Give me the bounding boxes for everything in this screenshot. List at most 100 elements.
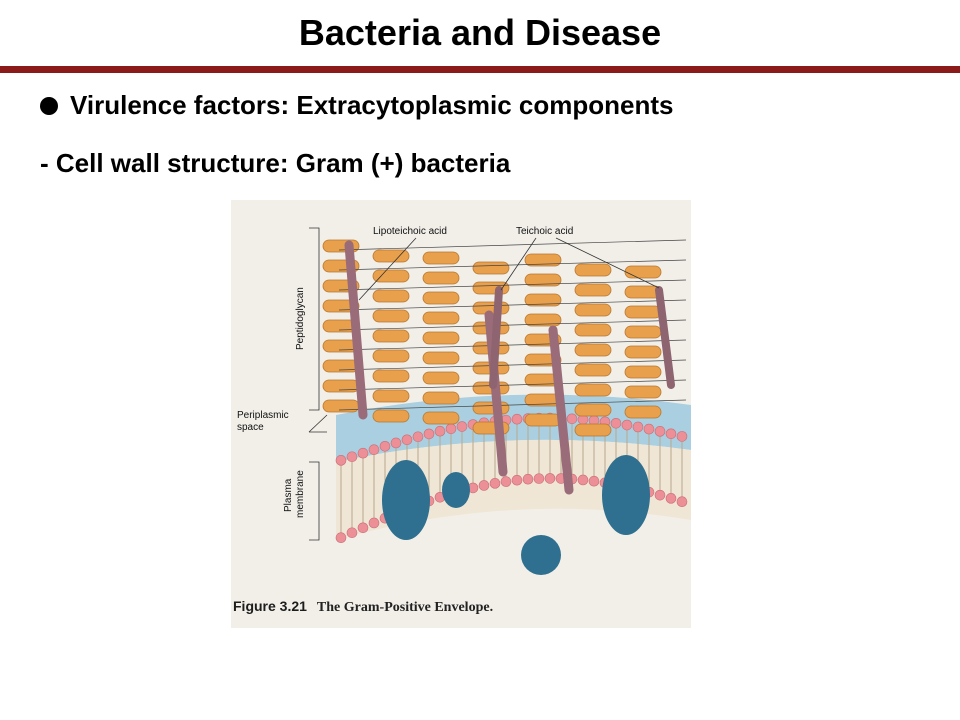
peptidoglycan-strand [524,273,562,287]
peptidoglycan-strand [372,349,410,363]
lipid-head [478,480,490,491]
lipid-head [654,426,666,437]
lipid-head [588,475,600,487]
peptidoglycan-strand [524,413,562,427]
lipid-head [445,423,457,435]
peptidoglycan-strand [574,263,612,277]
lipid-head [434,425,446,437]
peptidoglycan-strand [422,271,460,285]
lipid-head [533,473,545,484]
title-divider [0,66,960,73]
lipid-head [335,532,347,544]
peptidoglycan-strand [624,345,662,359]
lipoteichoic-acid-rods [344,240,574,495]
lipid-head [665,428,677,440]
peptidoglycan-strand [574,283,612,297]
peptidoglycan-strand [574,423,612,437]
lipid-head [643,423,655,435]
lipid-head [489,478,501,489]
lipid-head [346,451,358,463]
peptidoglycan-strand [372,409,410,423]
peptide-crosslink [338,279,687,291]
lipid-head [357,447,369,459]
peptide-crosslink [338,299,687,311]
teichoic-acid-rods [489,286,675,389]
label-leaders [308,227,660,541]
bullet-icon [40,96,58,115]
membrane-protein [442,472,470,508]
peptidoglycan-strand [624,405,662,419]
peptide-crosslink [338,359,687,371]
peptidoglycan-strand [524,313,562,327]
peptidoglycan-strand [422,351,460,365]
lipid-head [401,434,413,446]
lipid-head [357,522,369,534]
peptide-crosslink [338,399,687,411]
membrane-protein [602,455,650,535]
lipid-head [511,474,523,486]
peptide-crosslink [338,259,687,271]
peptidoglycan-strand [574,363,612,377]
lipid-head [665,493,677,504]
peptidoglycan-strand [422,251,460,265]
envelope-illustration: Lipoteichoic acid Teichoic acid Peptidog… [237,226,691,575]
peptide-crosslink [338,319,687,331]
peptidoglycan-strand [372,309,410,323]
peptidoglycan-strand [624,305,662,319]
lipid-head [500,476,512,487]
lipid-head [511,413,523,425]
label-plasma-membrane-1: Plasma [283,478,294,512]
caption-number: Figure 3.21 [233,598,307,614]
label-periplasmic-2: space [237,422,264,433]
lipid-head [456,421,468,432]
lipid-head [368,444,380,455]
lipid-head [346,527,358,539]
bullet-item: Virulence factors: Extracytoplasmic comp… [40,90,674,121]
membrane-protein [382,460,430,540]
slide-title: Bacteria and Disease [298,12,662,53]
lipid-head [577,474,589,486]
lipid-head [610,417,622,429]
peptidoglycan-strand [524,293,562,307]
bullet-text: Virulence factors: Extracytoplasmic comp… [70,90,674,120]
lipid-head [566,413,578,425]
lipid-head [423,428,435,440]
peptide-crosslink [338,339,687,351]
peptidoglycan-strand [574,343,612,357]
peptidoglycan-strand [372,389,410,403]
lipid-head [522,473,534,485]
lipid-head [654,489,666,501]
peptidoglycan-strand [574,323,612,337]
lipid-head [412,431,424,443]
peptide-crosslink [338,239,687,251]
peptidoglycan-strand [472,281,510,295]
peptide-crosslink [338,379,687,391]
lipid-head [632,421,644,433]
peptidoglycan-strand [472,401,510,415]
lipid-head [544,473,556,484]
peptidoglycan-strand [422,311,460,325]
peptidoglycan-strand [372,249,410,263]
peptidoglycan-strand [624,365,662,379]
peptidoglycan-strand [624,325,662,339]
membrane-protein [521,535,561,575]
lipid-head [390,437,402,449]
peptidoglycan-strand [472,261,510,275]
label-teichoic-acid: Teichoic acid [516,226,573,237]
peptidoglycan-strand [624,385,662,399]
peptidoglycan-strand [422,391,460,405]
lipid-head [676,496,688,507]
peptidoglycan-strand [372,329,410,343]
label-peptidoglycan: Peptidoglycan [295,287,306,350]
gram-positive-envelope-figure: Lipoteichoic acid Teichoic acid Peptidog… [231,200,691,628]
subheading: - Cell wall structure: Gram (+) bacteria [40,148,511,178]
peptidoglycan-strand [372,269,410,283]
peptidoglycan-strand [624,265,662,279]
peptidoglycan-strand [574,403,612,417]
label-plasma-membrane-2: membrane [295,470,306,518]
peptidoglycan-strand [422,371,460,385]
label-periplasmic-1: Periplasmic [237,410,289,421]
peptidoglycan-strand [524,253,562,267]
peptidoglycan-strand [422,411,460,425]
lipid-head [335,455,347,466]
